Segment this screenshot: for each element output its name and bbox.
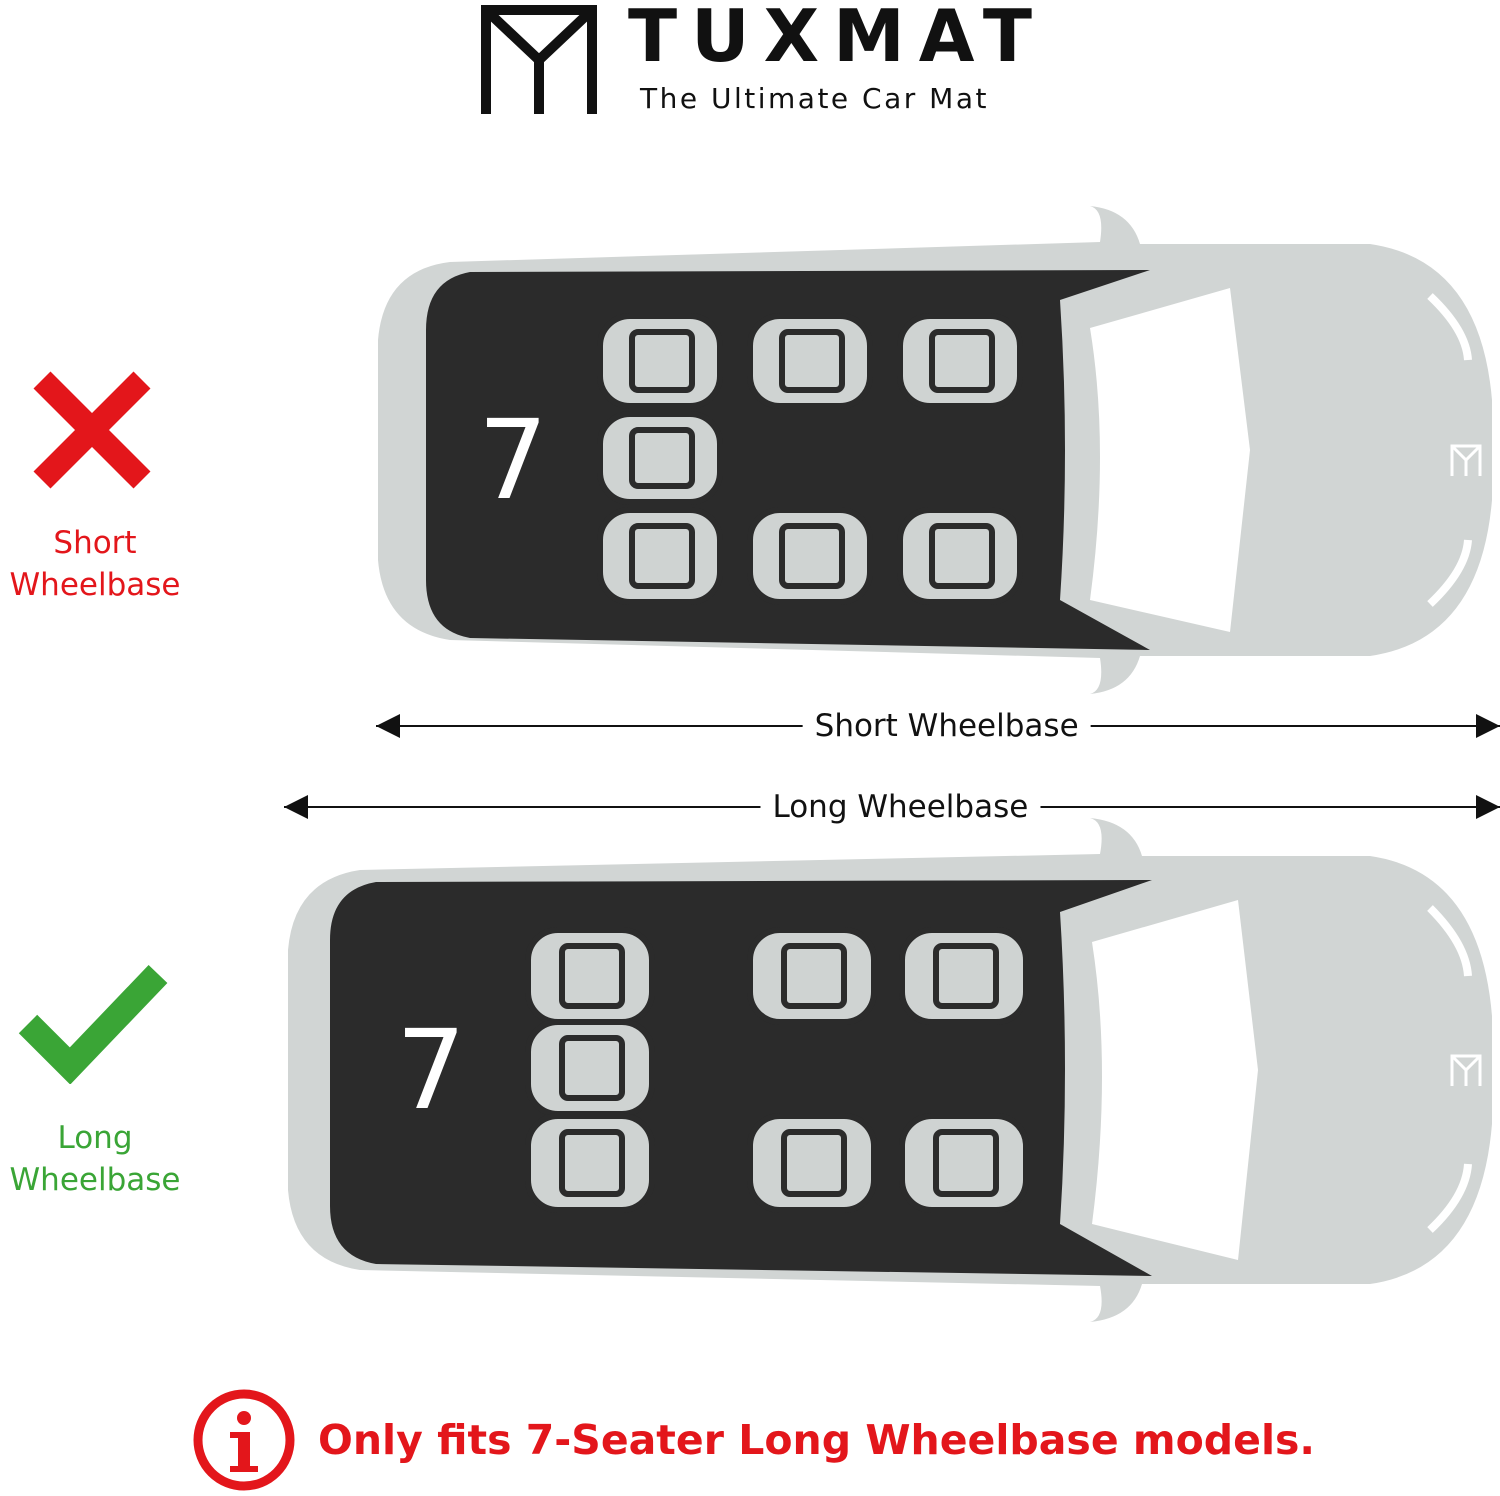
status-long-line2: Wheelbase xyxy=(9,1162,181,1198)
seat xyxy=(899,927,1029,1025)
arrow-right-icon xyxy=(1476,795,1500,819)
seat xyxy=(597,507,723,605)
seats xyxy=(525,927,1029,1213)
windshield xyxy=(1092,900,1258,1260)
brand-tagline: The Ultimate Car Mat xyxy=(640,82,989,115)
status-short-line2: Wheelbase xyxy=(9,567,181,603)
seat xyxy=(899,1113,1029,1213)
seat xyxy=(525,1113,655,1213)
arrow-left-icon xyxy=(376,714,400,738)
seat xyxy=(897,313,1023,409)
mirror-highlights xyxy=(1427,905,1472,1233)
info-icon xyxy=(193,1389,295,1491)
seat-count-label: 7 xyxy=(396,1006,466,1134)
seat xyxy=(525,927,655,1025)
van-short-wheelbase-diagram: 7 xyxy=(378,206,1492,694)
brand-logo-icon xyxy=(481,5,597,114)
van-long-wheelbase-diagram: 7 xyxy=(288,818,1492,1322)
arrow-right-icon xyxy=(1476,714,1500,738)
seat xyxy=(747,1113,877,1213)
seat xyxy=(747,507,873,605)
seat xyxy=(597,313,723,409)
status-long-line1: Long xyxy=(57,1120,133,1156)
dimension-short-label: Short Wheelbase xyxy=(802,706,1091,746)
seat xyxy=(597,411,723,505)
dimension-short-wheelbase: Short Wheelbase xyxy=(376,706,1500,746)
seat-count-label: 7 xyxy=(478,396,548,524)
dimension-long-wheelbase: Long Wheelbase xyxy=(284,787,1500,827)
rear-logo-icon xyxy=(1450,1054,1482,1086)
status-short-wheelbase: Short Wheelbase xyxy=(0,522,190,606)
arrow-left-icon xyxy=(284,795,308,819)
status-short-line1: Short xyxy=(53,525,137,561)
status-long-wheelbase: Long Wheelbase xyxy=(0,1117,190,1201)
seats xyxy=(597,313,1023,605)
brand-name: TUXMAT xyxy=(628,0,1046,78)
cross-icon xyxy=(33,371,151,489)
seat xyxy=(897,507,1023,605)
rear-logo-icon xyxy=(1450,444,1482,476)
compatibility-notice: Only fits 7-Seater Long Wheelbase models… xyxy=(318,1416,1315,1464)
dimension-long-label: Long Wheelbase xyxy=(760,787,1041,827)
seat xyxy=(747,313,873,409)
windshield xyxy=(1090,288,1250,632)
check-icon xyxy=(18,965,168,1084)
mirror-highlights xyxy=(1427,293,1472,607)
seat xyxy=(747,927,877,1025)
seat xyxy=(525,1019,655,1117)
